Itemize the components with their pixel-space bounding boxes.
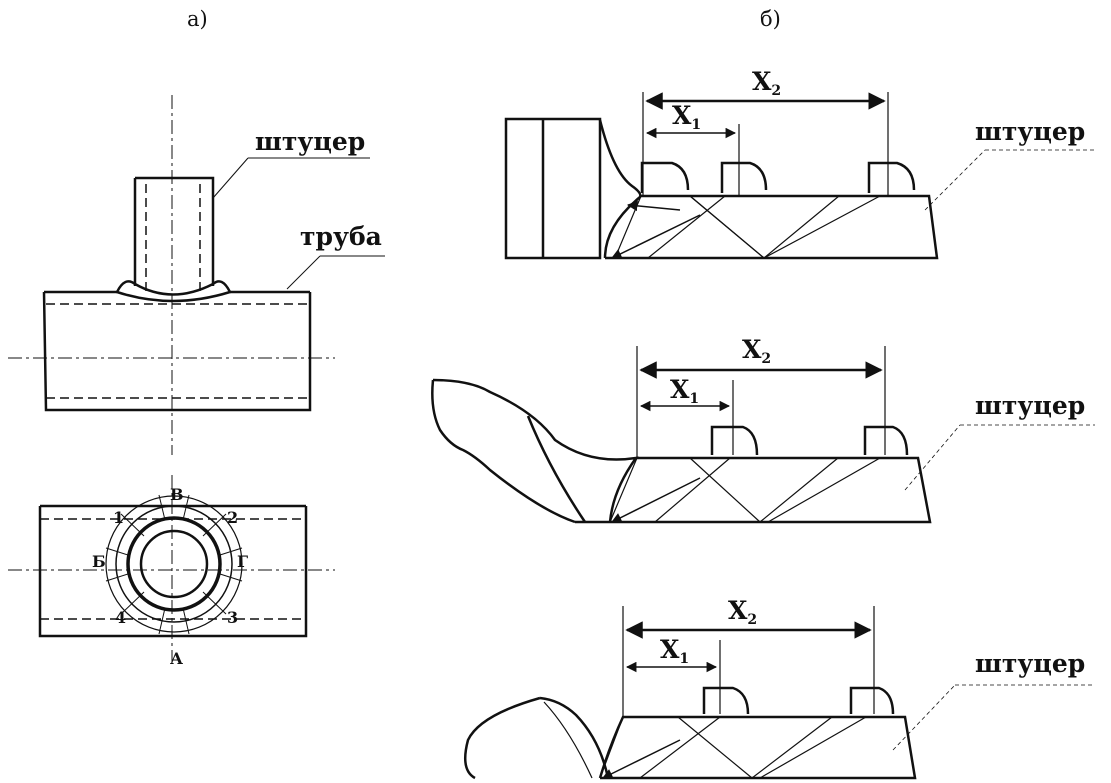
x1-label-2: X1 [670,375,699,407]
point-2: 2 [227,508,238,527]
panel-a-label: а) [187,7,208,31]
x2-label-2: X2 [742,335,771,367]
fitting-label-b1: штуцер [975,117,1085,146]
scan-scheme-3 [463,606,1095,780]
x2-label-3: X2 [728,596,757,628]
panel-b-label: б) [760,7,781,31]
scan-scheme-1 [504,92,1095,260]
x2-label-1: X2 [752,67,781,99]
point-g: Г [237,552,248,571]
fitting-label-a: штуцер [255,127,365,156]
x1-label-1: X1 [672,101,701,133]
x1-label-3: X1 [660,635,689,667]
point-3: 3 [227,608,238,627]
point-4: 4 [115,608,126,627]
side-view [8,95,385,455]
fitting-label-b2: штуцер [975,391,1085,420]
top-view [8,475,335,668]
point-v: В [170,485,184,504]
scan-scheme-2 [431,346,1095,524]
point-b: Б [92,552,106,571]
fitting-label-b3: штуцер [975,649,1085,678]
point-1: 1 [113,508,124,527]
pipe-label: труба [300,222,382,251]
point-a: А [170,649,183,668]
